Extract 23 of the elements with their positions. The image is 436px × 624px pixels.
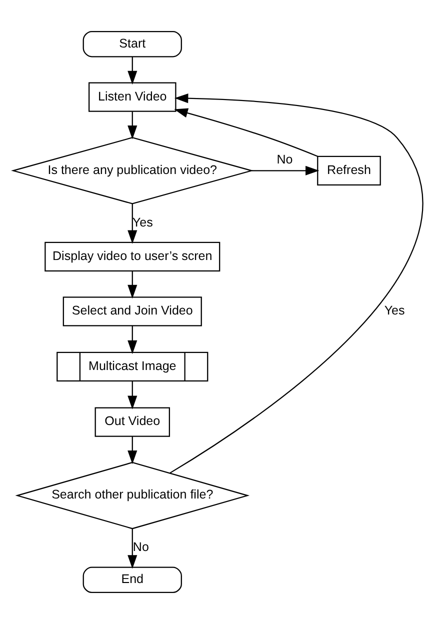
arrow xyxy=(128,204,138,244)
node-box: Listen Video xyxy=(88,82,176,112)
edge-label: Yes xyxy=(384,304,405,318)
node-diamond: Search other publication file? xyxy=(15,462,250,530)
arrow xyxy=(128,112,138,140)
arrow xyxy=(170,94,423,474)
arrow xyxy=(128,528,138,569)
edge-label: No xyxy=(276,152,293,167)
arrow xyxy=(128,326,138,354)
node-box: Select and Join Video xyxy=(62,296,202,326)
arrow xyxy=(128,57,138,85)
edge-label: No xyxy=(132,540,149,554)
node-box: Display video to user’s scren xyxy=(44,242,220,272)
arrow xyxy=(128,381,138,410)
arrow xyxy=(252,166,320,176)
node-box: Out Video xyxy=(94,407,170,437)
arrow xyxy=(174,108,318,157)
arrow xyxy=(128,271,138,299)
node-box: Start xyxy=(82,31,182,58)
node-box: End xyxy=(82,566,182,594)
node-box: Refresh xyxy=(317,156,381,186)
node-diamond: Is there any publication video? xyxy=(11,136,254,204)
arrow xyxy=(128,436,138,464)
